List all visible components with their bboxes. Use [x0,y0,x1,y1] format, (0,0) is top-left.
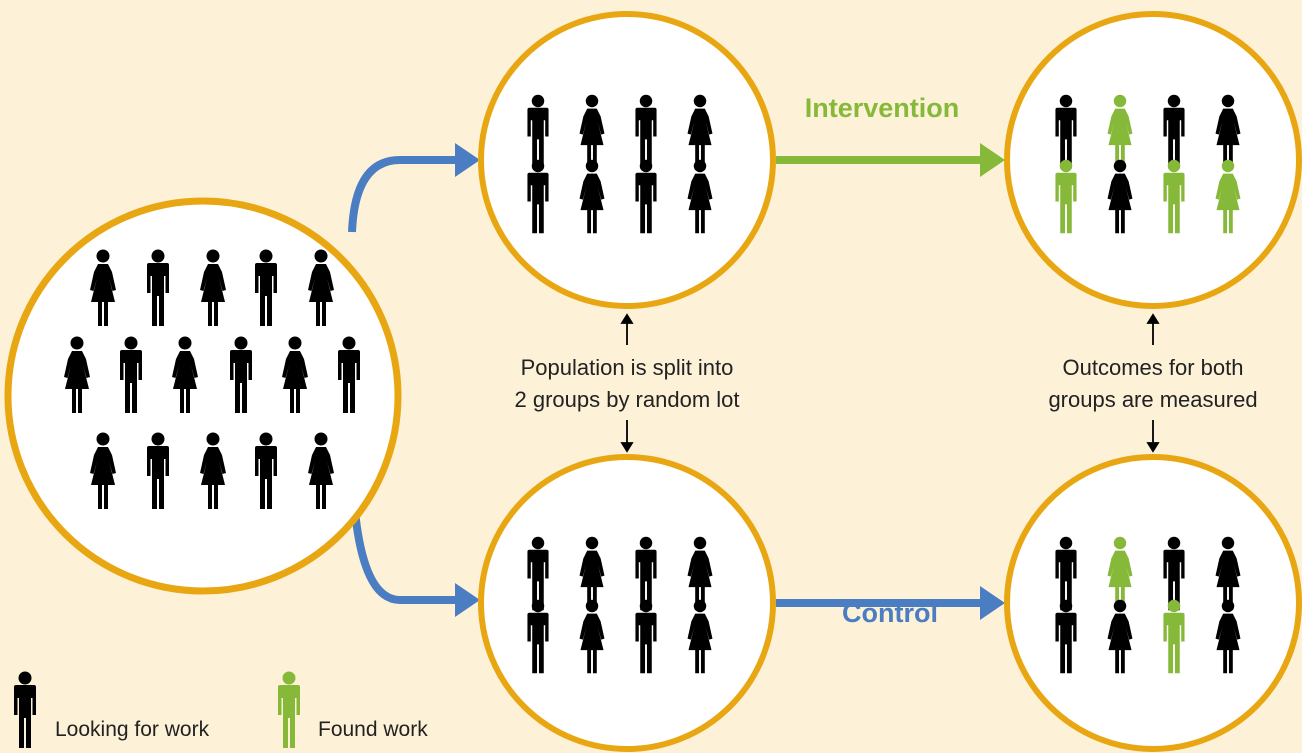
legend-found-icon [278,671,300,748]
annotation-arrows [620,313,1160,453]
arrowhead-to-intervention [455,143,480,177]
measure-down-arrowhead [1146,442,1160,453]
split-up-arrowhead [620,313,634,324]
intervention-arrowhead [980,143,1005,177]
control-arrowhead [980,586,1005,620]
legend-looking-label: Looking for work [55,718,210,741]
control-end-circle [1004,454,1302,752]
outcome-arrows [776,143,1005,620]
split-caption-line1: Population is split into [521,355,734,380]
intervention-end-circle [1004,11,1302,309]
measure-up-arrowhead [1146,313,1160,324]
legend: Looking for work Found work [14,671,428,748]
intervention-label: Intervention [805,93,960,123]
intervention-start-circle [478,11,776,309]
split-down-arrowhead [620,442,634,453]
legend-looking-icon [14,671,36,748]
population-circle [4,197,402,595]
arrow-to-intervention [348,156,455,233]
legend-found-label: Found work [318,718,428,741]
control-start-circle [478,454,776,752]
control-label: Control [842,598,938,628]
measure-caption-line1: Outcomes for both [1063,355,1244,380]
measure-caption-line2: groups are measured [1048,387,1257,412]
arrowhead-to-control [455,583,480,617]
split-caption-line2: 2 groups by random lot [514,387,739,412]
